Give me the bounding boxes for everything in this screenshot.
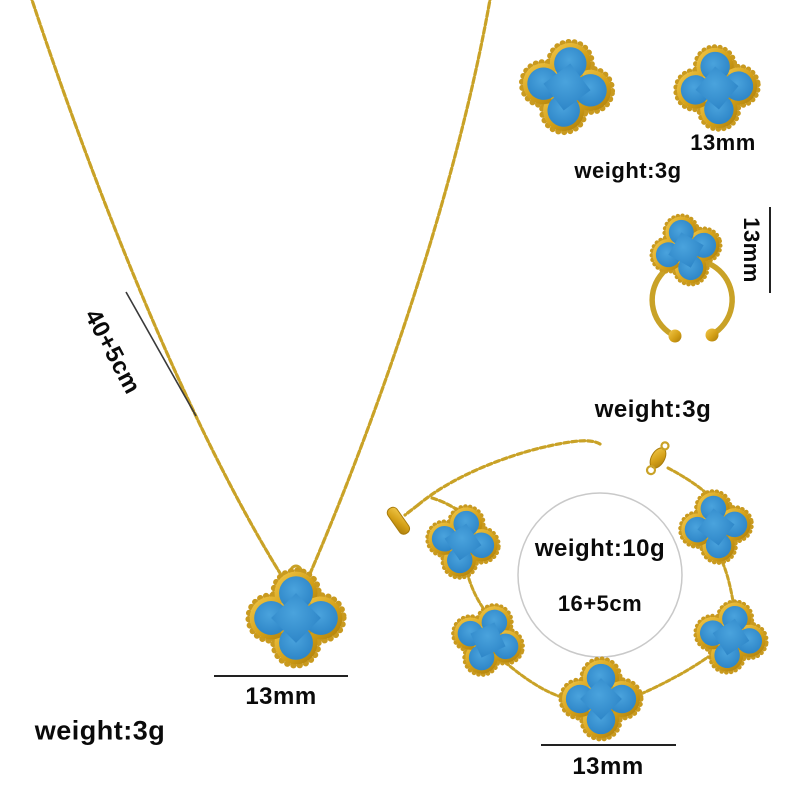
necklace-length-line bbox=[125, 291, 197, 417]
bracelet-length-label: 16+5cm bbox=[557, 591, 643, 616]
bracelet-clover-5 bbox=[689, 595, 774, 680]
necklace-chain bbox=[30, 0, 492, 580]
pendant-clover bbox=[249, 571, 344, 666]
extender-tag bbox=[386, 506, 411, 535]
ring-size-label: 13mm bbox=[739, 217, 764, 283]
earring-weight-label: weight:3g bbox=[574, 158, 682, 183]
bracelet-clover-2 bbox=[676, 487, 757, 568]
guide-circle bbox=[517, 492, 683, 658]
bracelet-size-label: 13mm bbox=[572, 753, 644, 780]
ring-weight-label: weight:3g bbox=[594, 396, 712, 423]
earring-size-label: 13mm bbox=[690, 130, 756, 155]
bracelet-clover-4 bbox=[561, 659, 641, 739]
bracelet-extender-chain bbox=[403, 439, 602, 517]
bracelet-clover-3 bbox=[442, 594, 534, 686]
lobster-clasp bbox=[645, 441, 670, 476]
bracelet-clover-1 bbox=[422, 501, 505, 584]
earring-right-clover bbox=[672, 43, 761, 132]
bracelet-weight-label: weight:10g bbox=[534, 535, 666, 562]
pendant-size-label: 13mm bbox=[245, 683, 317, 710]
earring-left-clover bbox=[516, 36, 618, 138]
necklace-weight-label: weight:3g bbox=[34, 715, 166, 746]
